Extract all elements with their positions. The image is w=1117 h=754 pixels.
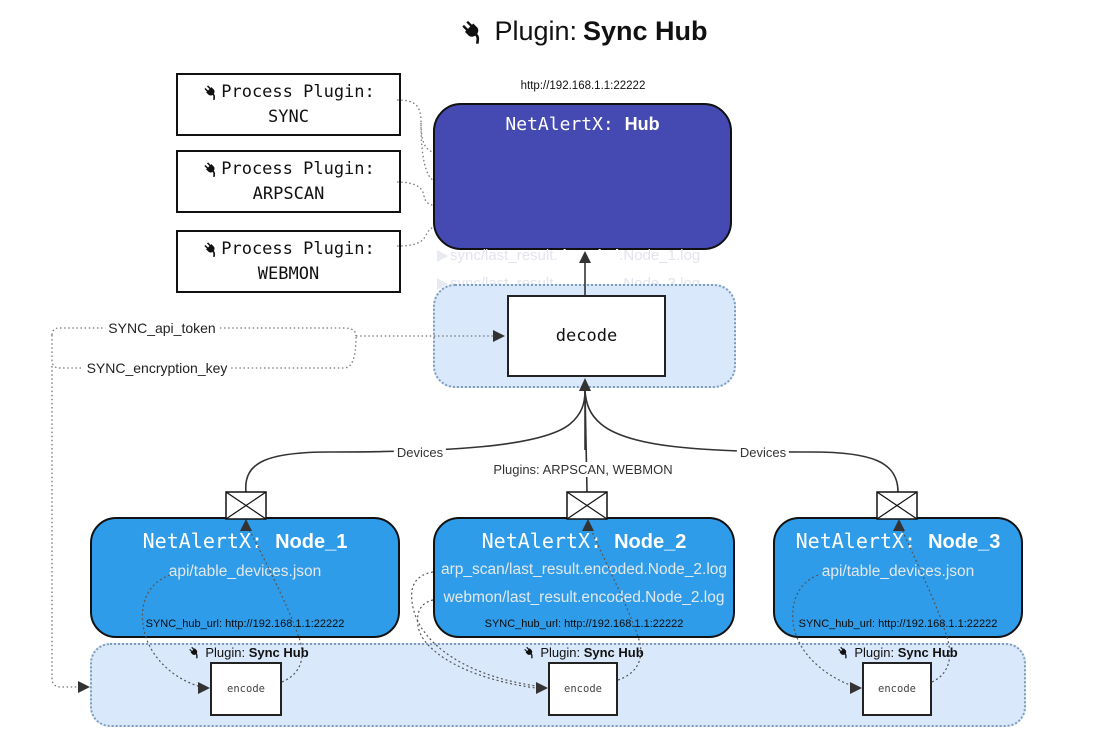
node-1: NetAlertX: Node_1 api/table_devices.json… <box>90 517 400 638</box>
page-title: Plugin: Sync Hub <box>458 16 708 47</box>
plug-icon <box>202 83 221 102</box>
process-plugin-name: ARPSCAN <box>252 183 325 204</box>
node-title: NetAlertX: Node_3 <box>795 529 1001 553</box>
node-3: NetAlertX: Node_3 api/table_devices.json… <box>773 517 1023 638</box>
plug-icon <box>202 240 221 259</box>
hub-title-bold: Hub <box>624 114 660 134</box>
encoder-label: Plugin: Sync Hub <box>836 645 958 660</box>
envelope-icon <box>876 491 918 520</box>
process-plugin-name: SYNC <box>268 106 309 127</box>
plug-icon <box>522 645 537 660</box>
hub-node: NetAlertX: Hub sync/last_result.decoded.… <box>433 103 732 339</box>
node-log-line: webmon/last_result.encoded.Node_2.log <box>443 589 725 606</box>
node-title: NetAlertX: Node_1 <box>142 529 348 553</box>
process-plugin-name: WEBMON <box>257 263 320 284</box>
encode-box: encode <box>210 662 282 716</box>
hub-url-label: http://192.168.1.1:22222 <box>520 80 646 92</box>
encode-box: encode <box>548 662 618 716</box>
decode-label: decode <box>555 326 618 346</box>
encoder-label: Plugin: Sync Hub <box>187 645 309 660</box>
plug-icon <box>202 160 221 179</box>
title-bold: Sync Hub <box>583 16 708 46</box>
edge-label-sync-api-token: SYNC_api_token <box>105 320 219 336</box>
envelope-icon <box>225 491 267 520</box>
process-plugin-sync: Process Plugin: SYNC <box>176 73 401 136</box>
node-title: NetAlertX: Node_2 <box>481 529 687 553</box>
edge-label-devices-right: Devices <box>736 445 790 460</box>
hub-title: NetAlertX: Hub <box>435 114 730 135</box>
sync-hub-url-label: SYNC_hub_url: http://192.168.1.1:22222 <box>798 618 998 630</box>
arrow-icon <box>437 249 448 262</box>
sync-hub-url-label: SYNC_hub_url: http://192.168.1.1:22222 <box>145 618 345 630</box>
sync-hub-url-label: SYNC_hub_url: http://192.168.1.1:22222 <box>484 618 684 630</box>
decode-box: decode <box>507 295 666 377</box>
edge-label-sync-encryption-key: SYNC_encryption_key <box>83 360 231 376</box>
edge-label-devices-left: Devices <box>393 445 447 460</box>
encode-label: encode <box>564 683 602 695</box>
node-log-line: api/table_devices.json <box>168 563 322 580</box>
process-plugin-label: Process Plugin: <box>221 81 375 102</box>
hub-title-prefix: NetAlertX: <box>505 114 625 135</box>
arrowhead <box>78 681 90 693</box>
hub-log-line: sync/last_result.decoded.Node_1.log <box>437 247 700 264</box>
edge-label-plugins: Plugins: ARPSCAN, WEBMON <box>490 462 676 477</box>
node-log-line: api/table_devices.json <box>821 563 975 580</box>
plug-icon <box>458 17 488 47</box>
plug-icon <box>836 645 851 660</box>
title-prefix: Plugin: <box>494 16 578 46</box>
node-log-line: arp_scan/last_result.encoded.Node_2.log <box>440 561 728 578</box>
encoder-label: Plugin: Sync Hub <box>522 645 644 660</box>
encode-label: encode <box>227 683 265 695</box>
process-plugin-arpscan: Process Plugin: ARPSCAN <box>176 150 401 213</box>
process-plugin-label: Process Plugin: <box>221 238 375 259</box>
process-plugin-webmon: Process Plugin: WEBMON <box>176 230 401 293</box>
plug-icon <box>187 645 202 660</box>
node-2: NetAlertX: Node_2 arp_scan/last_result.e… <box>433 517 735 638</box>
envelope-icon <box>566 491 608 520</box>
encode-box: encode <box>862 662 932 716</box>
process-plugin-label: Process Plugin: <box>221 158 375 179</box>
arrow-icon <box>437 277 448 290</box>
encode-label: encode <box>878 683 916 695</box>
